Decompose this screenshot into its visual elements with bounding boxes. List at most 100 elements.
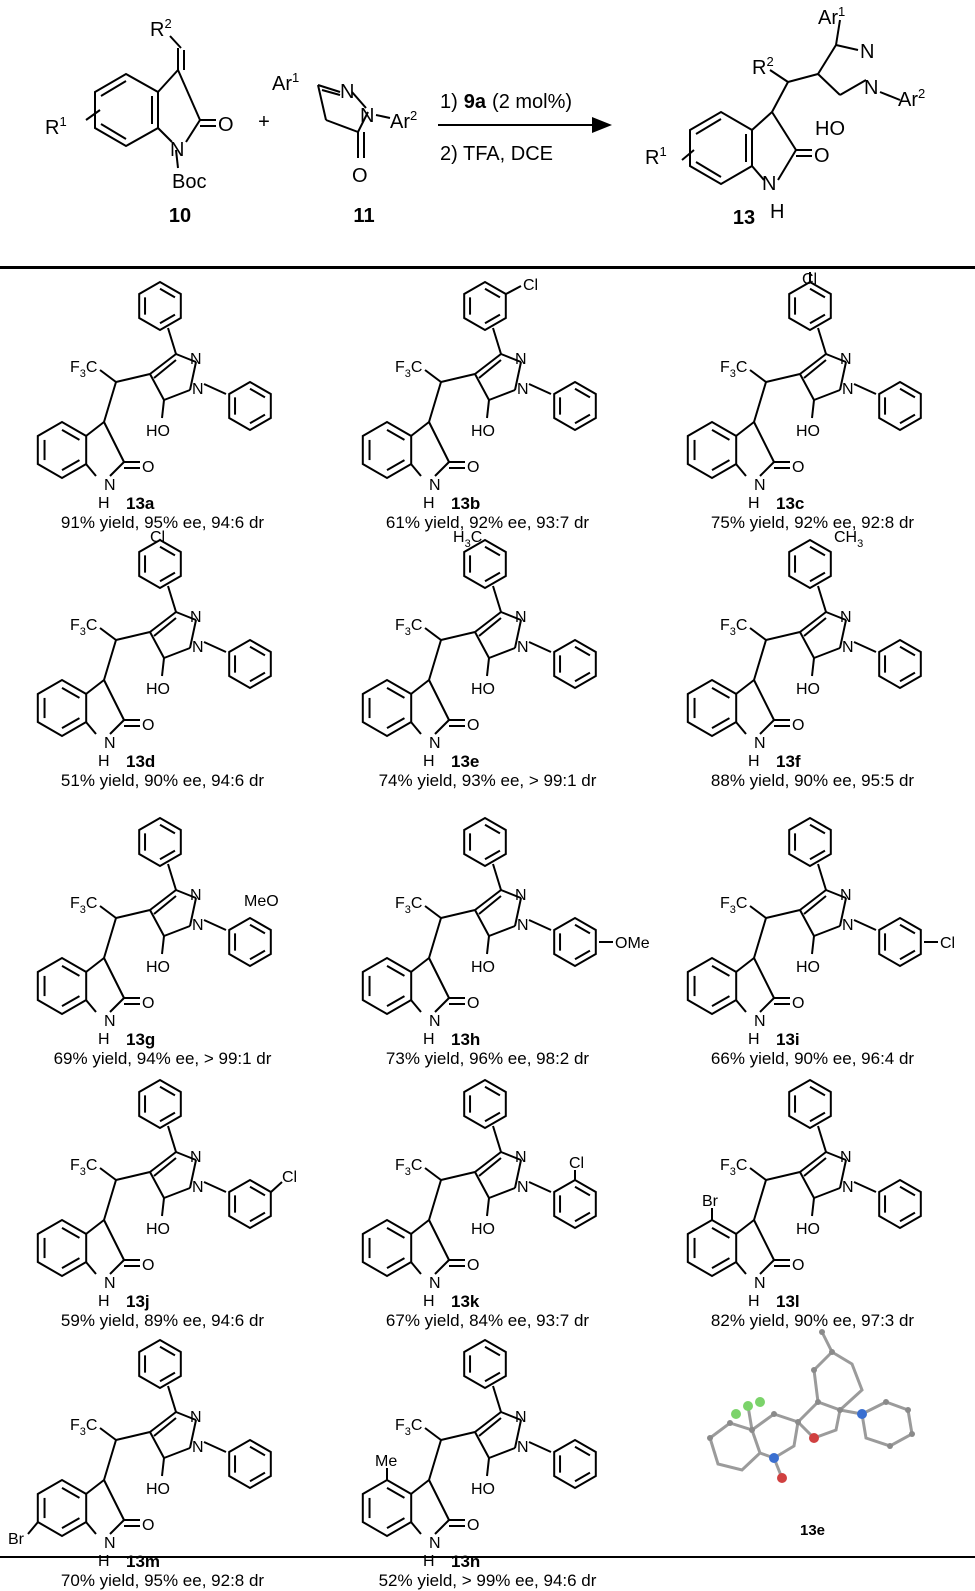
compound-id: 13a	[126, 494, 155, 513]
condition-step2: 2) TFA, DCE	[440, 143, 553, 165]
compound-id: 13g	[126, 1030, 156, 1049]
svg-text:N: N	[842, 639, 854, 656]
svg-text:Me: Me	[375, 1453, 397, 1470]
svg-text:N: N	[515, 887, 527, 904]
compound-result-caption: 52% yield, > 99% ee, 94:6 dr	[378, 1571, 597, 1590]
svg-text:F3C: F3C	[70, 617, 97, 638]
svg-text:H: H	[98, 1031, 110, 1048]
compound-id: 13e	[451, 752, 480, 771]
divider-bottom	[0, 1556, 975, 1558]
compound-id: 13k	[451, 1292, 480, 1311]
ar2-label-11: Ar2	[390, 108, 417, 133]
crystal-structure-label: 13e	[799, 1522, 826, 1539]
svg-text:N: N	[429, 1535, 441, 1552]
r1-label-10: R1	[45, 114, 67, 139]
compound-id: 13i	[776, 1030, 800, 1049]
oxygen-atom	[777, 1473, 787, 1483]
svg-text:N: N	[192, 381, 204, 398]
svg-text:N: N	[429, 477, 441, 494]
svg-text:F3C: F3C	[395, 359, 422, 380]
compound-result-caption: 88% yield, 90% ee, 95:5 dr	[710, 771, 915, 790]
compound-result-caption: 82% yield, 90% ee, 97:3 dr	[710, 1311, 915, 1330]
svg-text:O: O	[792, 1257, 804, 1274]
svg-text:N: N	[340, 81, 354, 103]
svg-text:O: O	[142, 459, 154, 476]
svg-text:H: H	[748, 495, 760, 512]
r2-label-10: R2	[150, 16, 172, 41]
svg-text:N: N	[104, 1275, 116, 1292]
compound-result-caption: 61% yield, 92% ee, 93:7 dr	[385, 513, 590, 532]
svg-text:F3C: F3C	[395, 1417, 422, 1438]
svg-text:H: H	[98, 1293, 110, 1310]
svg-text:HO: HO	[471, 1221, 495, 1238]
compound-id: 13c	[776, 494, 805, 513]
svg-text:HO: HO	[471, 423, 495, 440]
svg-text:O: O	[814, 145, 830, 167]
svg-text:N: N	[429, 1013, 441, 1030]
compound-result-caption: 67% yield, 84% ee, 93:7 dr	[385, 1311, 590, 1330]
svg-text:O: O	[142, 1257, 154, 1274]
svg-text:N: N	[190, 351, 202, 368]
compound-result-caption: 91% yield, 95% ee, 94:6 dr	[60, 513, 265, 532]
svg-text:F3C: F3C	[395, 1157, 422, 1178]
svg-text:O: O	[467, 1517, 479, 1534]
svg-text:N: N	[515, 351, 527, 368]
svg-text:N: N	[517, 917, 529, 934]
svg-text:F3C: F3C	[70, 1417, 97, 1438]
svg-text:Cl: Cl	[940, 935, 955, 952]
svg-text:HO: HO	[796, 959, 820, 976]
ar2-label-13: Ar2	[898, 86, 925, 111]
compound-id: 13d	[126, 752, 156, 771]
fluorine-atom	[743, 1401, 753, 1411]
svg-text:O: O	[218, 114, 234, 136]
svg-text:F3C: F3C	[720, 617, 747, 638]
nitrogen-atom	[769, 1453, 779, 1463]
svg-text:H: H	[423, 1293, 435, 1310]
svg-text:HO: HO	[815, 118, 845, 140]
svg-text:N: N	[429, 1275, 441, 1292]
svg-text:HO: HO	[146, 959, 170, 976]
svg-text:Boc: Boc	[172, 171, 206, 193]
compound-result-caption: 75% yield, 92% ee, 92:8 dr	[710, 513, 915, 532]
ar1-label-13: Ar1	[818, 4, 845, 29]
svg-text:HO: HO	[146, 1481, 170, 1498]
svg-text:O: O	[142, 1517, 154, 1534]
divider-top	[0, 266, 975, 269]
compound-id: 13f	[776, 752, 801, 771]
compound-id-11: 11	[353, 205, 374, 227]
svg-text:N: N	[840, 351, 852, 368]
reaction-scheme: R1 R2 O N Boc 10 + Ar1 N N Ar2 O 11 1)9a…	[45, 4, 925, 229]
svg-text:H: H	[748, 753, 760, 770]
svg-text:Br: Br	[702, 1193, 719, 1210]
svg-text:H: H	[423, 753, 435, 770]
svg-text:N: N	[517, 1179, 529, 1196]
condition-step1: 1)9a(2 mol%)	[440, 91, 572, 113]
svg-text:O: O	[792, 717, 804, 734]
svg-text:O: O	[467, 717, 479, 734]
svg-text:Cl: Cl	[802, 272, 817, 288]
svg-text:N: N	[842, 381, 854, 398]
svg-text:N: N	[842, 917, 854, 934]
compound-result-caption: 69% yield, 94% ee, > 99:1 dr	[53, 1049, 272, 1068]
compound-id: 13l	[776, 1292, 800, 1311]
svg-text:H: H	[748, 1293, 760, 1310]
svg-text:N: N	[104, 1013, 116, 1030]
plus-sign: +	[258, 111, 270, 133]
svg-text:O: O	[142, 995, 154, 1012]
svg-text:N: N	[517, 381, 529, 398]
svg-text:N: N	[515, 1149, 527, 1166]
svg-text:H: H	[423, 1031, 435, 1048]
